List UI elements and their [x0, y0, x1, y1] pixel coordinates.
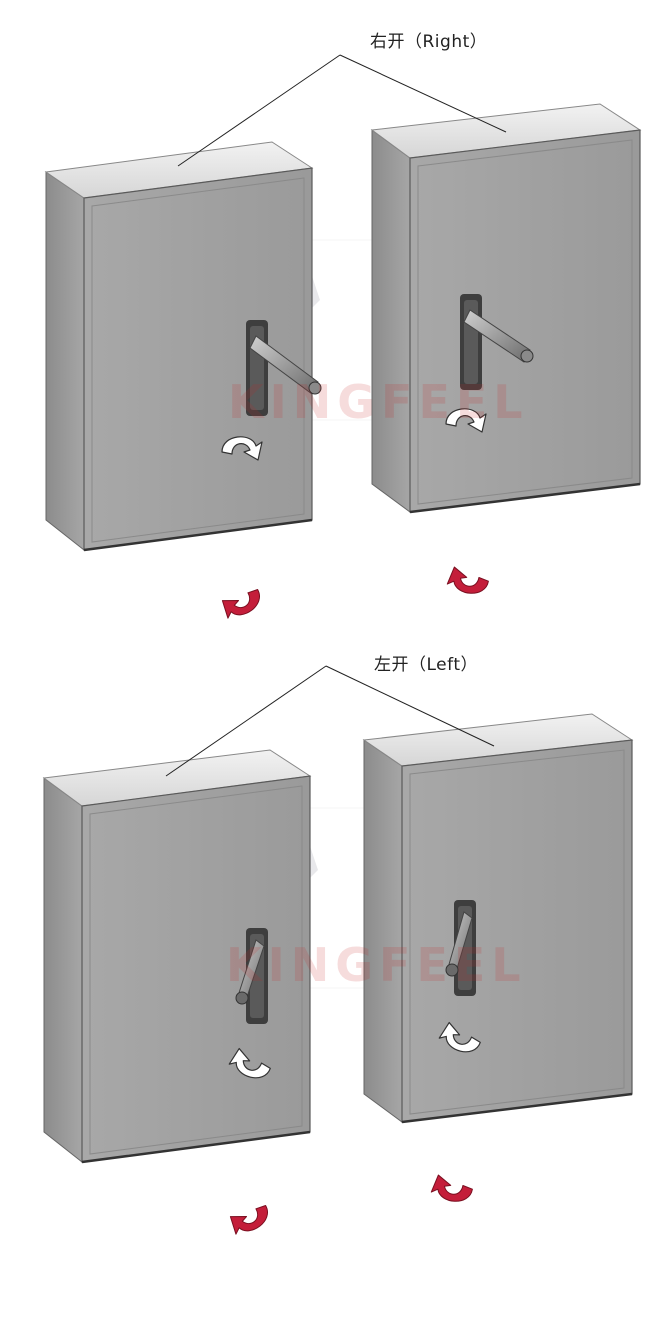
door-handle — [246, 320, 322, 416]
label-pointer-lines — [165, 665, 495, 777]
door-handle — [445, 900, 476, 996]
label-right-opening: 右开（Right） — [370, 32, 488, 52]
watermark-text: KINGFEEL — [228, 375, 529, 429]
cabinet-right-left — [44, 141, 322, 552]
door-handle — [460, 294, 534, 390]
cabinet-right-right — [370, 103, 642, 514]
rotation-arrow-icon — [445, 565, 491, 597]
cabinet-left-left — [42, 749, 312, 1164]
label-pointer-lines — [177, 54, 507, 167]
rotation-arrow-icon — [218, 582, 266, 624]
cabinet-left-right — [362, 713, 634, 1124]
rotation-arrow-icon — [429, 1173, 475, 1205]
rotation-arrow-icon — [226, 1198, 274, 1240]
door-handle — [235, 928, 268, 1024]
watermark-text: KINGFEEL — [226, 938, 527, 992]
label-left-opening: 左开（Left） — [374, 655, 478, 675]
